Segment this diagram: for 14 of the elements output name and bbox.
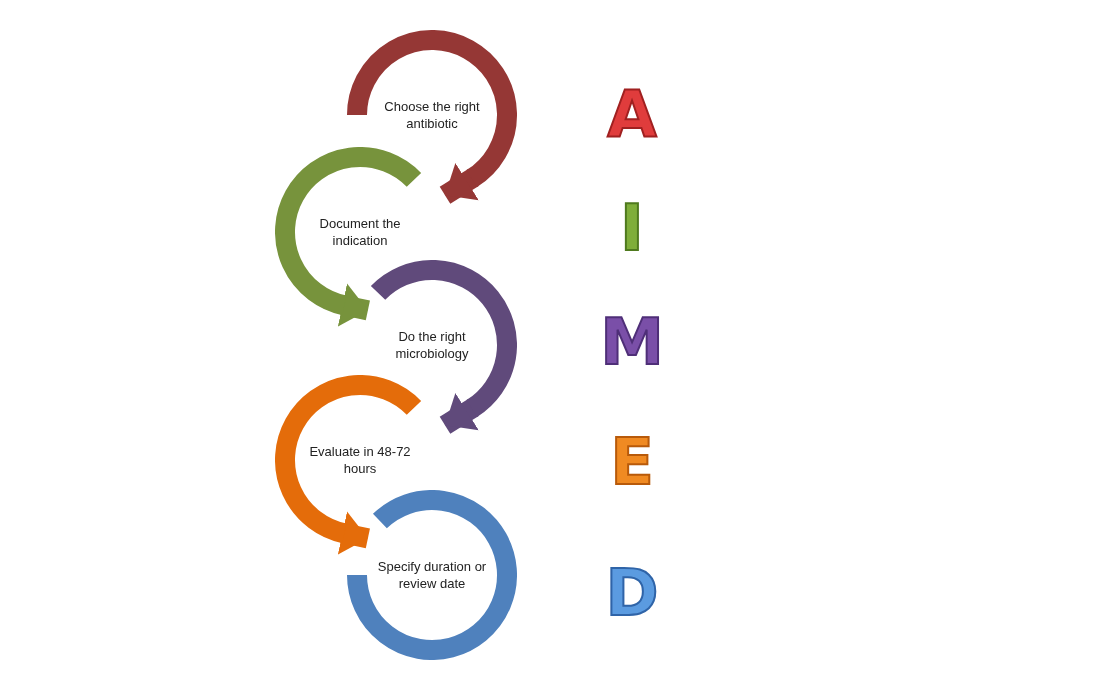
- step-text: Choose the right antibiotic: [383, 98, 481, 132]
- acronym-letter: M: [600, 307, 664, 377]
- arrow: [337, 511, 370, 555]
- step-text: Document the indication: [318, 215, 402, 249]
- acronym-letter: I: [620, 193, 644, 263]
- arrow: [439, 392, 479, 434]
- step-text: Specify duration or review date: [376, 558, 488, 592]
- step-text: Evaluate in 48-72 hours: [308, 443, 412, 477]
- step-text: Do the right microbiology: [394, 328, 470, 362]
- acronym-letter: D: [605, 558, 659, 628]
- acronym-letter: A: [607, 80, 657, 150]
- arrow: [439, 162, 479, 204]
- arrow: [337, 283, 370, 327]
- acronym-letter: E: [610, 427, 654, 497]
